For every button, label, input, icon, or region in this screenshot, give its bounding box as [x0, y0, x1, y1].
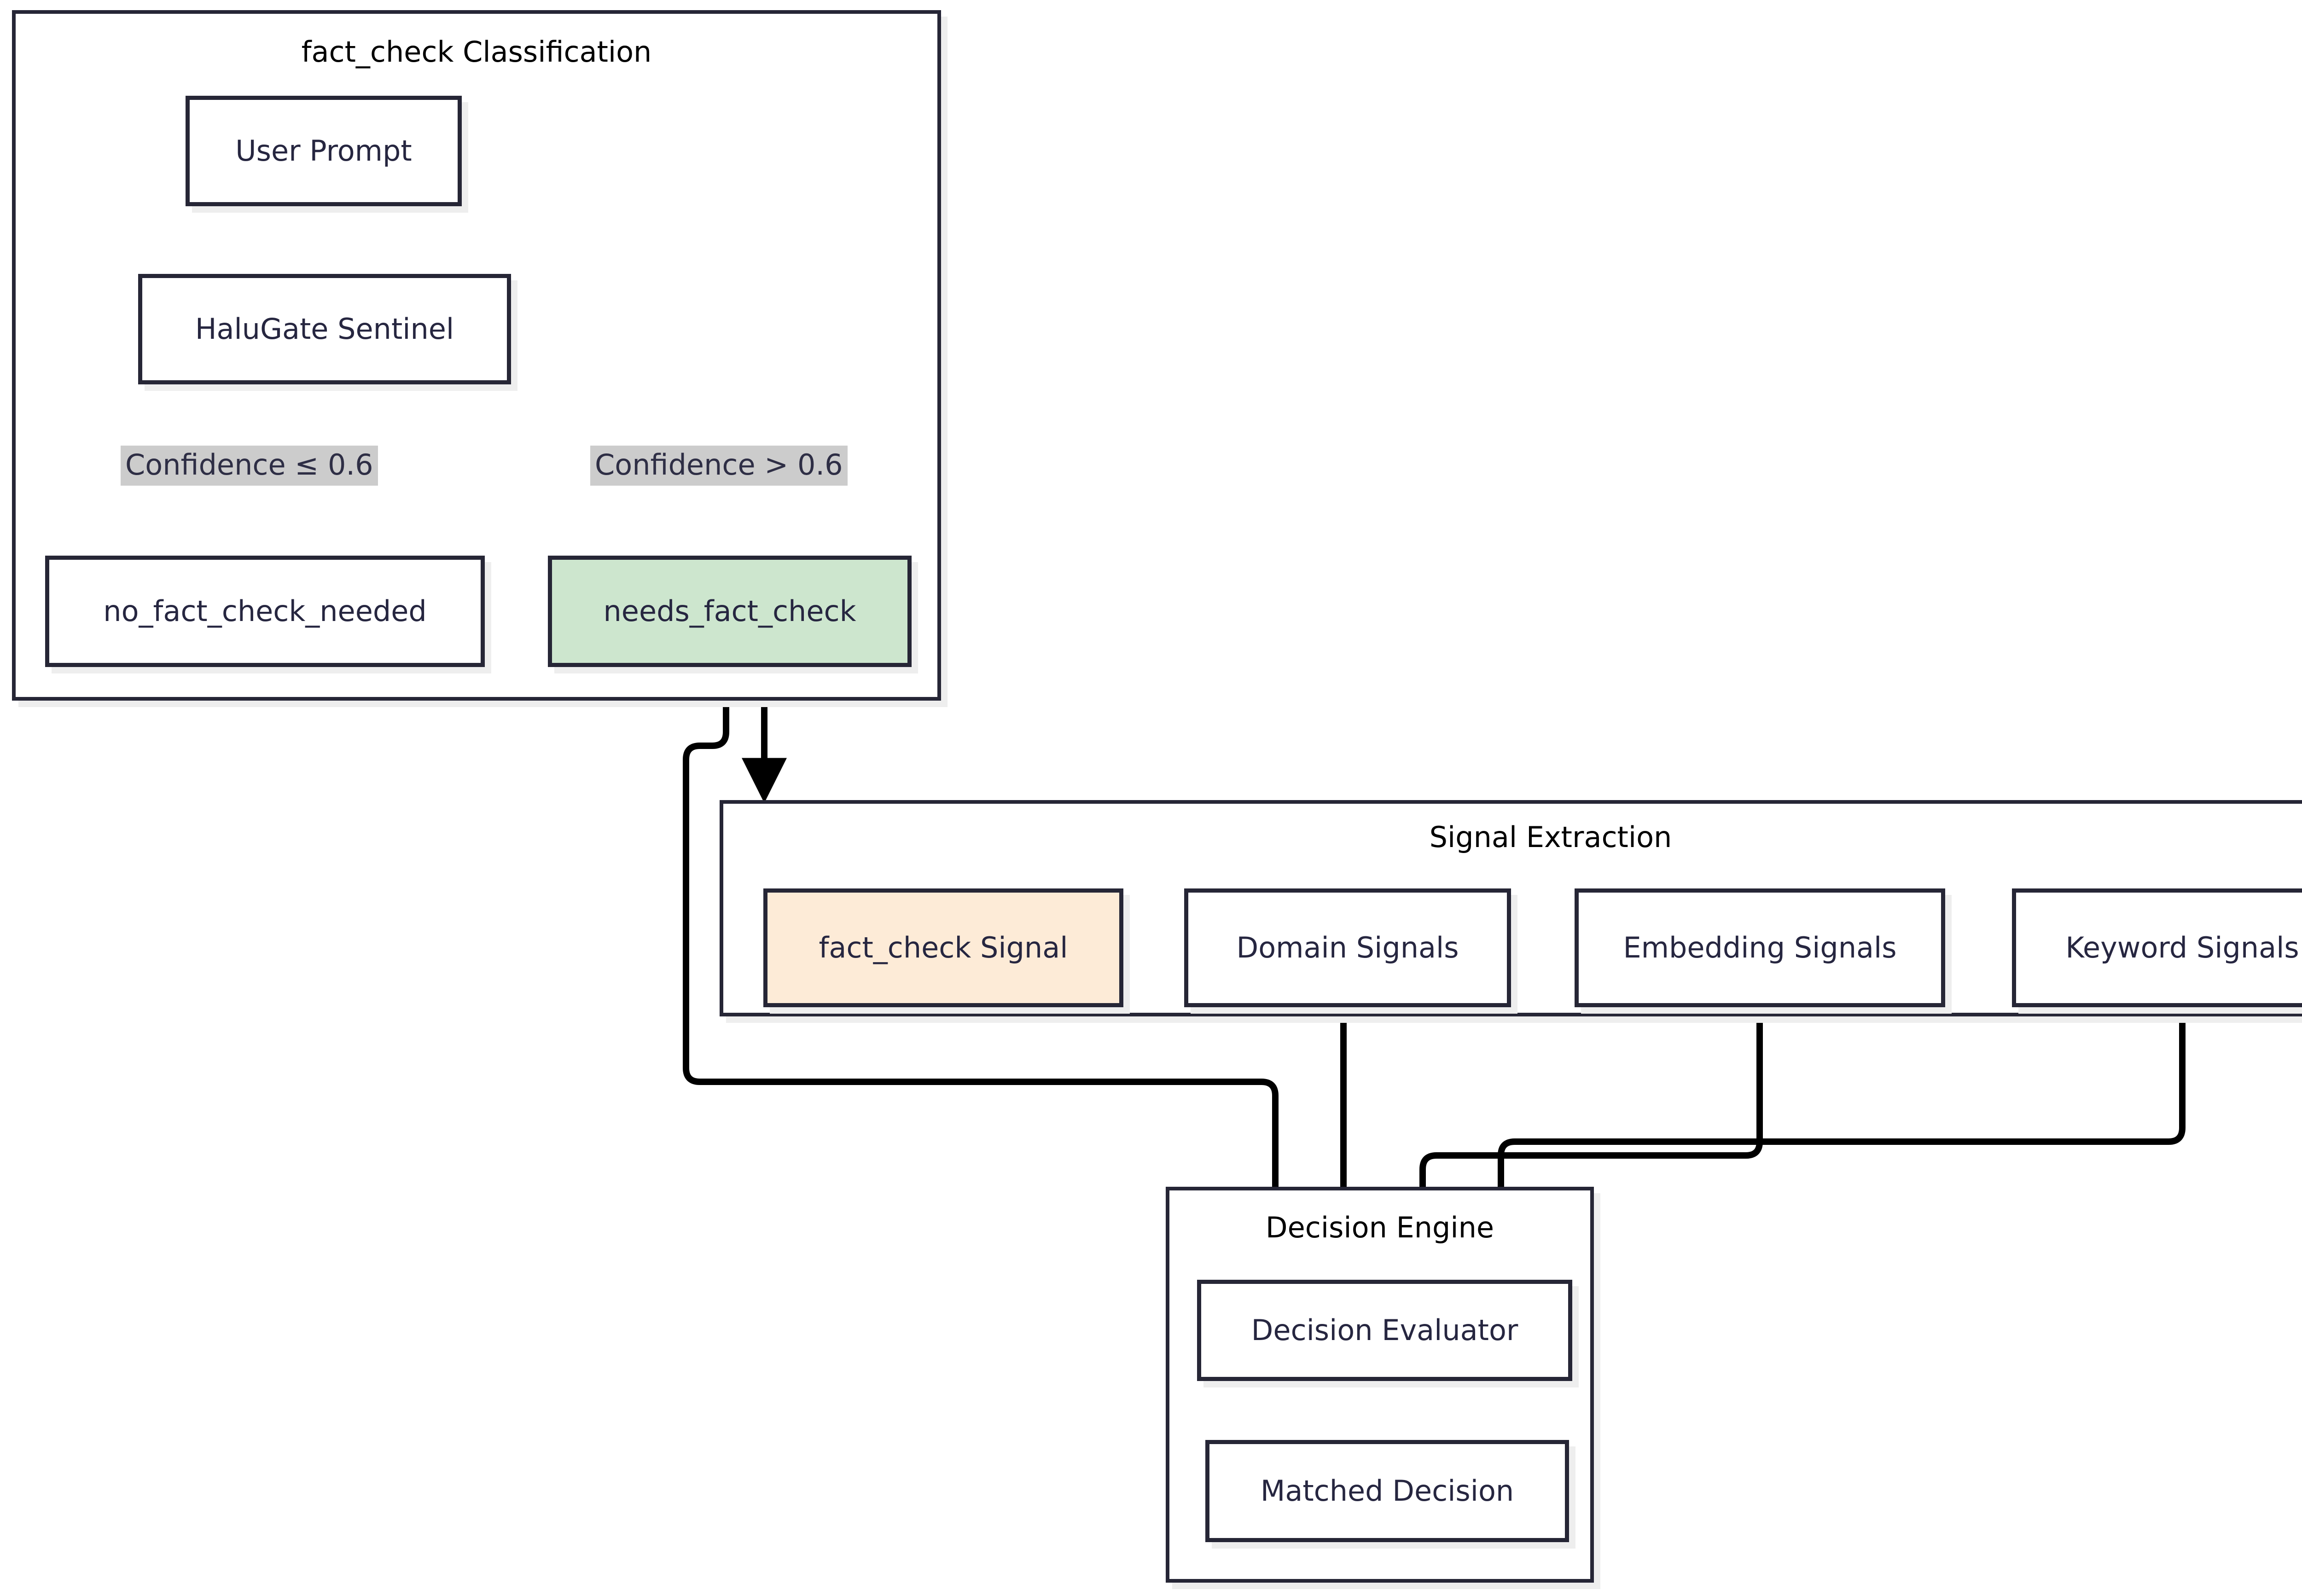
- edge-keyword-signals-to-decision-evaluator: [1478, 1008, 2186, 1287]
- node-halugate-sentinel-label: HaluGate Sentinel: [195, 312, 454, 346]
- node-decision-evaluator-label: Decision Evaluator: [1251, 1313, 1518, 1347]
- edge-label-confidence-high: Confidence > 0.6: [590, 446, 848, 486]
- node-matched-decision-label: Matched Decision: [1260, 1474, 1514, 1508]
- node-keyword-signals[interactable]: Keyword Signals: [2012, 888, 2302, 1007]
- node-no-fact-check-needed[interactable]: no_fact_check_needed: [45, 556, 485, 667]
- node-fact-check-signal-label: fact_check Signal: [819, 931, 1068, 964]
- node-keyword-signals-label: Keyword Signals: [2065, 931, 2299, 964]
- subgraph-title-signal-extraction: Signal Extraction: [1429, 820, 1672, 854]
- node-matched-decision[interactable]: Matched Decision: [1205, 1440, 1569, 1542]
- node-decision-evaluator[interactable]: Decision Evaluator: [1197, 1280, 1572, 1381]
- node-needs-fact-check-label: needs_fact_check: [603, 594, 856, 628]
- node-user-prompt[interactable]: User Prompt: [186, 96, 462, 206]
- node-domain-signals[interactable]: Domain Signals: [1184, 888, 1511, 1007]
- node-embedding-signals[interactable]: Embedding Signals: [1575, 888, 1945, 1007]
- node-domain-signals-label: Domain Signals: [1236, 931, 1459, 964]
- subgraph-title-classification: fact_check Classification: [301, 35, 652, 69]
- node-needs-fact-check[interactable]: needs_fact_check: [548, 556, 912, 667]
- node-no-fact-check-needed-label: no_fact_check_needed: [103, 594, 427, 628]
- node-user-prompt-label: User Prompt: [235, 134, 412, 168]
- node-fact-check-signal[interactable]: fact_check Signal: [763, 888, 1123, 1007]
- node-halugate-sentinel[interactable]: HaluGate Sentinel: [138, 274, 511, 384]
- subgraph-title-decision-engine: Decision Engine: [1265, 1211, 1494, 1244]
- node-embedding-signals-label: Embedding Signals: [1623, 931, 1897, 964]
- edge-label-confidence-low: Confidence ≤ 0.6: [121, 446, 378, 486]
